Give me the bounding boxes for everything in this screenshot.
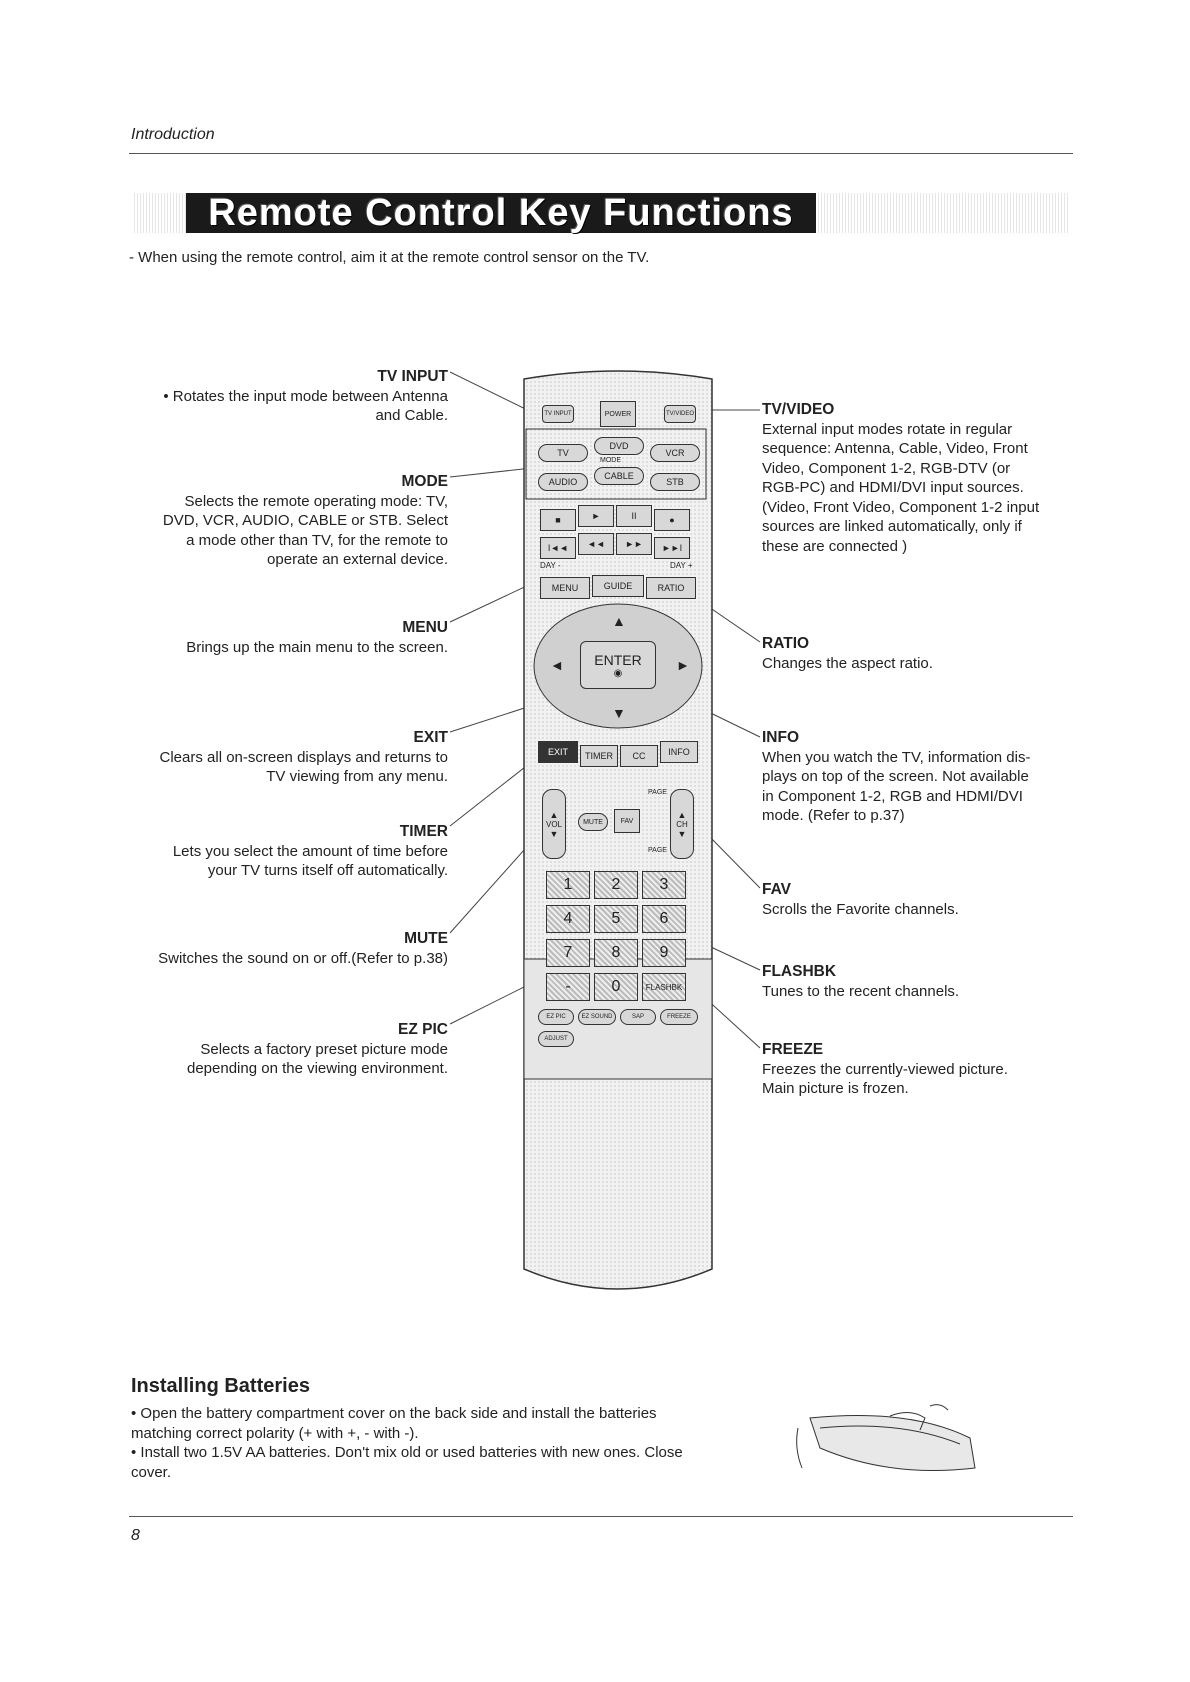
- tv-video-button[interactable]: TV/VIDEO: [664, 405, 696, 423]
- page-up-label: PAGE: [648, 789, 667, 796]
- page-title: Remote Control Key Functions: [186, 193, 816, 233]
- skip-forward-button[interactable]: ►►I: [654, 537, 690, 559]
- guide-button[interactable]: GUIDE: [592, 575, 644, 597]
- mode-tv-button[interactable]: TV: [538, 444, 588, 462]
- mode-stb-button[interactable]: STB: [650, 473, 700, 491]
- label-tv-input: TV INPUT• Rotates the input mode between…: [163, 368, 448, 424]
- battery-instruction-1: • Open the battery compartment cover on …: [131, 1405, 657, 1442]
- skip-back-button[interactable]: I◄◄: [540, 537, 576, 559]
- adjust-button[interactable]: ADJUST: [538, 1031, 574, 1047]
- header-rule: [129, 153, 1073, 154]
- number-8-button[interactable]: 8: [594, 939, 638, 967]
- mode-label: MODE: [600, 457, 621, 464]
- mode-cable-button[interactable]: CABLE: [594, 467, 644, 485]
- mode-dvd-button[interactable]: DVD: [594, 437, 644, 455]
- dash-button[interactable]: -: [546, 973, 590, 1001]
- fav-button[interactable]: FAV: [614, 809, 640, 833]
- number-2-button[interactable]: 2: [594, 871, 638, 899]
- record-button[interactable]: ●: [654, 509, 690, 531]
- page-down-label: PAGE: [648, 847, 667, 854]
- remote-control-illustration: TV INPUT POWER TV/VIDEO TV DVD VCR MODE …: [518, 369, 718, 1301]
- ratio-button[interactable]: RATIO: [646, 577, 696, 599]
- number-3-button[interactable]: 3: [642, 871, 686, 899]
- enter-button[interactable]: ENTER◉: [580, 641, 656, 689]
- mode-audio-button[interactable]: AUDIO: [538, 473, 588, 491]
- stop-button[interactable]: ■: [540, 509, 576, 531]
- tv-input-button[interactable]: TV INPUT: [542, 405, 574, 423]
- nav-right-button[interactable]: ►: [676, 657, 690, 673]
- rewind-button[interactable]: ◄◄: [578, 533, 614, 555]
- play-button[interactable]: ►: [578, 505, 614, 527]
- nav-left-button[interactable]: ◄: [550, 657, 564, 673]
- day-minus-label: DAY -: [540, 561, 561, 570]
- ez-pic-button[interactable]: EZ PIC: [538, 1009, 574, 1025]
- nav-down-button[interactable]: ▼: [612, 705, 626, 721]
- page-number: 8: [131, 1527, 140, 1544]
- footer-rule: [129, 1516, 1073, 1517]
- number-6-button[interactable]: 6: [642, 905, 686, 933]
- menu-button[interactable]: MENU: [540, 577, 590, 599]
- sap-button[interactable]: SAP: [620, 1009, 656, 1025]
- number-1-button[interactable]: 1: [546, 871, 590, 899]
- number-9-button[interactable]: 9: [642, 939, 686, 967]
- enter-dot-icon: ◉: [613, 667, 623, 679]
- freeze-button[interactable]: FREEZE: [660, 1009, 698, 1025]
- section-label: Introduction: [131, 126, 215, 143]
- day-plus-label: DAY +: [670, 561, 693, 570]
- timer-button[interactable]: TIMER: [580, 745, 618, 767]
- title-banner: Remote Control Key Functions: [134, 193, 1070, 233]
- mute-button[interactable]: MUTE: [578, 813, 608, 831]
- usage-note: - When using the remote control, aim it …: [129, 249, 650, 266]
- ez-sound-button[interactable]: EZ SOUND: [578, 1009, 616, 1025]
- cc-button[interactable]: CC: [620, 745, 658, 767]
- pause-button[interactable]: II: [616, 505, 652, 527]
- nav-up-button[interactable]: ▲: [612, 613, 626, 629]
- installing-batteries-heading: Installing Batteries: [131, 1375, 310, 1397]
- info-button[interactable]: INFO: [660, 741, 698, 763]
- flashbk-button[interactable]: FLASHBK: [642, 973, 686, 1001]
- number-4-button[interactable]: 4: [546, 905, 590, 933]
- power-button[interactable]: POWER: [600, 401, 636, 427]
- exit-button[interactable]: EXIT: [538, 741, 578, 763]
- channel-rocker[interactable]: ▲CH▼: [670, 789, 694, 859]
- number-0-button[interactable]: 0: [594, 973, 638, 1001]
- battery-cover-illustration: [796, 1404, 976, 1471]
- volume-rocker[interactable]: ▲VOL▼: [542, 789, 566, 859]
- mode-vcr-button[interactable]: VCR: [650, 444, 700, 462]
- battery-instruction-2: • Install two 1.5V AA batteries. Don't m…: [131, 1444, 683, 1481]
- fast-forward-button[interactable]: ►►: [616, 533, 652, 555]
- number-5-button[interactable]: 5: [594, 905, 638, 933]
- number-7-button[interactable]: 7: [546, 939, 590, 967]
